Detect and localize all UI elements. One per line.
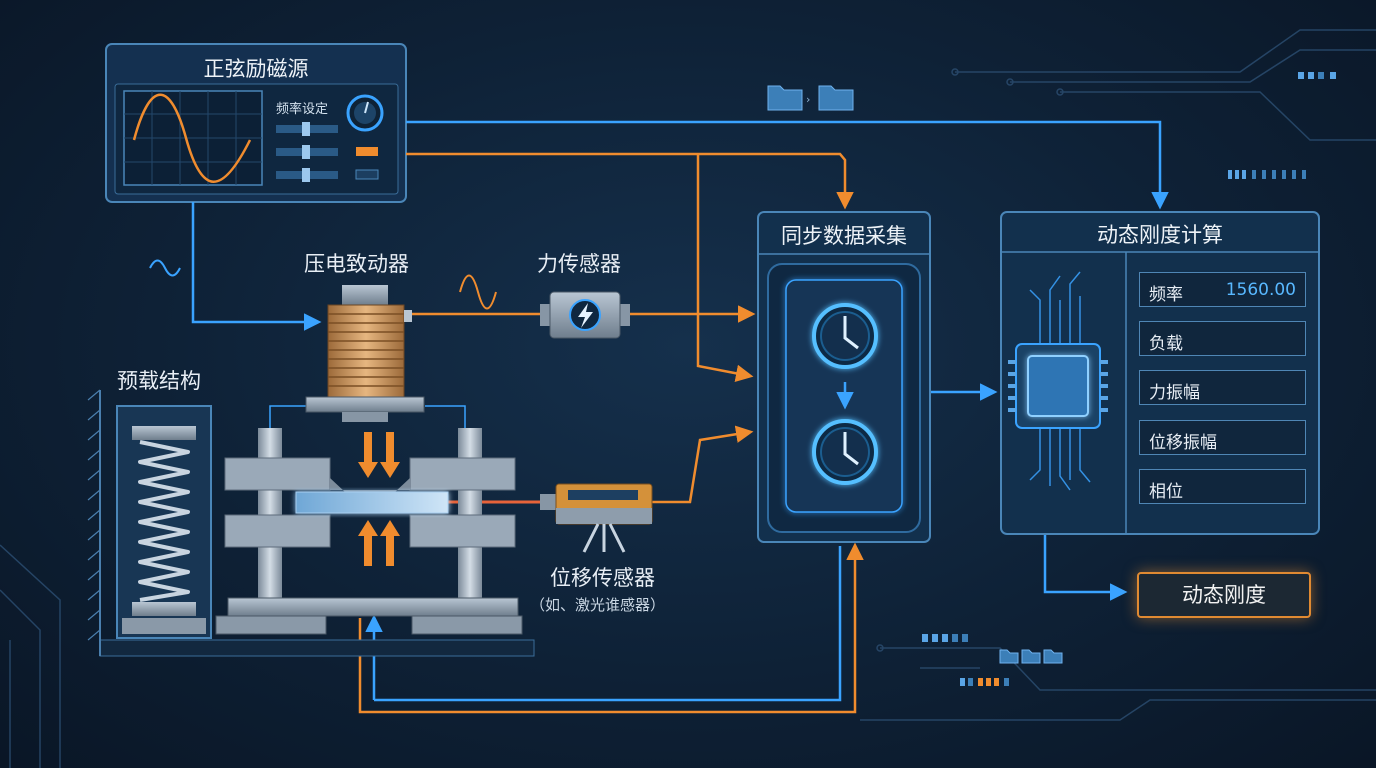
lightning-icon (578, 303, 593, 328)
clock-icon (812, 419, 878, 485)
knob-icon (346, 94, 384, 132)
param-row-force-amplitude: 力振幅 (1139, 370, 1306, 405)
param-row-load: 负载 (1139, 321, 1306, 356)
force-sensor (540, 291, 630, 339)
laser-sensor-icon (540, 483, 653, 553)
signal-lines (191, 120, 1169, 714)
specimen (295, 491, 449, 514)
preload-structure (87, 389, 535, 657)
param-name: 力振幅 (1149, 383, 1200, 403)
sync-acquisition-panel (757, 211, 931, 543)
param-name: 负载 (1149, 334, 1183, 354)
param-name: 频率 (1149, 285, 1183, 305)
sine-wave-icon (149, 259, 181, 277)
displacement-sensor-label: 位移传感器 (550, 566, 655, 590)
sine-wave-icon (459, 274, 497, 310)
decorative-bars (922, 72, 1336, 686)
folder-icon (767, 85, 1063, 664)
displacement-sensor-note: （如、激光谁感器） (530, 596, 666, 614)
param-row-displacement-amplitude: 位移振幅 (1139, 420, 1306, 455)
clock-icon (812, 303, 878, 369)
sync-acquisition-title: 同步数据采集 (781, 224, 907, 248)
piezo-actuator-label: 压电致动器 (304, 252, 409, 276)
param-value: 1560.00 (1225, 280, 1296, 300)
sine-wave-icon (132, 93, 252, 183)
chip-icon (1008, 271, 1108, 491)
spring-icon (138, 440, 190, 602)
piezo-actuator (305, 285, 425, 422)
test-frame (215, 428, 523, 635)
sine-source-title: 正弦励磁源 (203, 57, 309, 81)
param-row-frequency: 频率 1560.00 (1139, 272, 1306, 307)
param-name: 位移振幅 (1149, 433, 1217, 453)
circuit-traces (0, 29, 1376, 768)
param-name: 相位 (1149, 482, 1183, 502)
sine-source-panel (105, 43, 407, 203)
stiffness-calc-title: 动态刚度计算 (1097, 223, 1223, 247)
frequency-setting-label: 频率设定 (276, 102, 329, 117)
preload-structure-label: 预载结构 (117, 369, 201, 393)
force-sensor-label: 力传感器 (537, 252, 621, 276)
svg-text:›: › (806, 93, 810, 106)
param-row-phase: 相位 (1139, 469, 1306, 504)
dynamic-stiffness-result: 动态刚度 (1137, 572, 1311, 618)
slider-controls (276, 122, 379, 182)
